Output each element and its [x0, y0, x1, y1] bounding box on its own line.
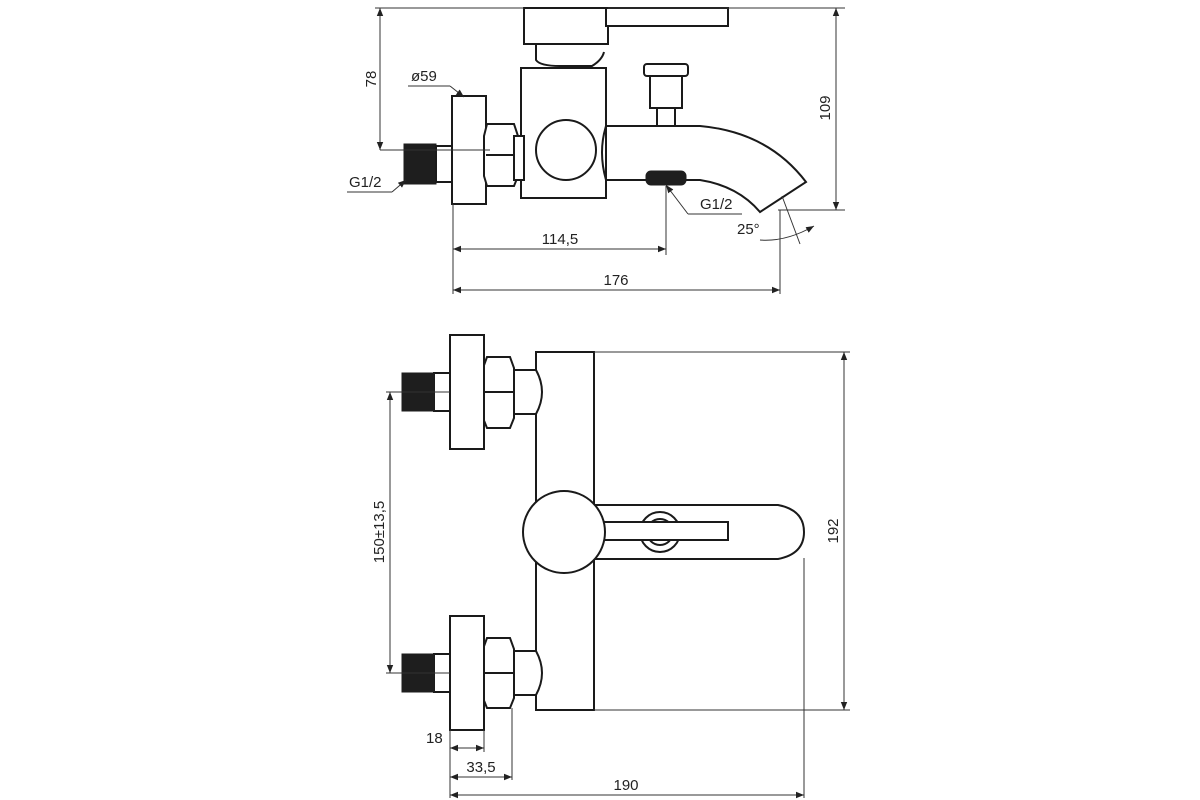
side-dim-diameter-59: ø59 — [411, 68, 437, 85]
front-dim-192: 192 — [825, 518, 842, 543]
side-lever-cap — [523, 7, 609, 45]
front-dim-150: 150±13,5 — [371, 501, 388, 563]
side-dim-angle-25: 25° — [737, 221, 760, 238]
side-spout — [605, 125, 808, 214]
side-dim-176: 176 — [603, 272, 628, 289]
front-bottom-escutcheon — [449, 615, 485, 731]
side-dim-thread-outlet: G1/2 — [700, 196, 733, 213]
side-dim-78: 78 — [363, 71, 380, 88]
side-dim-thread-inlet: G1/2 — [349, 174, 382, 191]
side-view: 78 ø59 G1/2 109 G1/2 25° 114,5 176 — [347, 7, 845, 294]
front-lever — [599, 521, 729, 541]
side-lever-handle — [605, 7, 729, 27]
side-diverter-knob — [535, 119, 597, 181]
front-dim-33-5: 33,5 — [466, 759, 495, 776]
side-dim-109: 109 — [817, 95, 834, 120]
front-top-escutcheon — [449, 334, 485, 450]
side-eccentric-connector — [513, 135, 525, 181]
side-thread-inlet — [403, 143, 437, 185]
front-diverter-knob — [522, 490, 606, 574]
front-dim-190: 190 — [613, 777, 638, 794]
front-dim-18: 18 — [426, 730, 443, 747]
side-diverter-button — [643, 63, 689, 77]
side-thread-outlet — [645, 170, 687, 186]
front-view: 150±13,5 192 18 33,5 190 — [371, 334, 850, 799]
side-lever-neck — [535, 44, 605, 67]
side-dim-114-5: 114,5 — [542, 231, 578, 248]
